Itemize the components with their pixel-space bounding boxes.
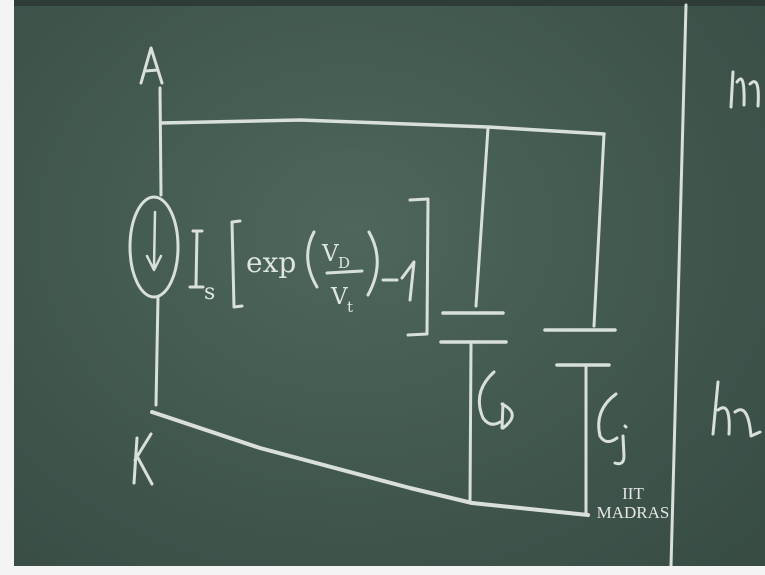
svg-text:V: V — [321, 241, 339, 267]
terminal-a-label — [139, 46, 164, 85]
watermark-line-1: IIT — [622, 484, 644, 503]
frame-border-bottom — [0, 566, 765, 575]
label-cd — [477, 370, 514, 430]
frame-border-left — [0, 0, 14, 575]
capacitor-cd-symbol — [439, 126, 508, 504]
svg-text:t: t — [347, 298, 353, 316]
svg-text:V: V — [330, 284, 348, 310]
iit-madras-watermark: IIT MADRAS — [588, 484, 678, 522]
current-source-symbol — [128, 195, 180, 299]
board-divider-line — [669, 3, 688, 568]
bottom-wire — [150, 410, 590, 517]
partial-ln-top — [729, 70, 760, 109]
diode-current-equation: s exp V D V t — [188, 197, 430, 337]
partial-ln-bottom — [711, 380, 762, 438]
anode-lead — [158, 86, 163, 197]
label-cj — [597, 392, 628, 466]
svg-text:exp: exp — [246, 246, 296, 279]
watermark-line-2: MADRAS — [596, 503, 670, 522]
svg-text:s: s — [204, 280, 215, 305]
svg-text:D: D — [338, 254, 350, 272]
cathode-lead — [154, 295, 160, 407]
top-wire — [159, 118, 606, 136]
capacitor-cj-symbol — [543, 132, 617, 516]
terminal-k-label — [132, 432, 154, 486]
